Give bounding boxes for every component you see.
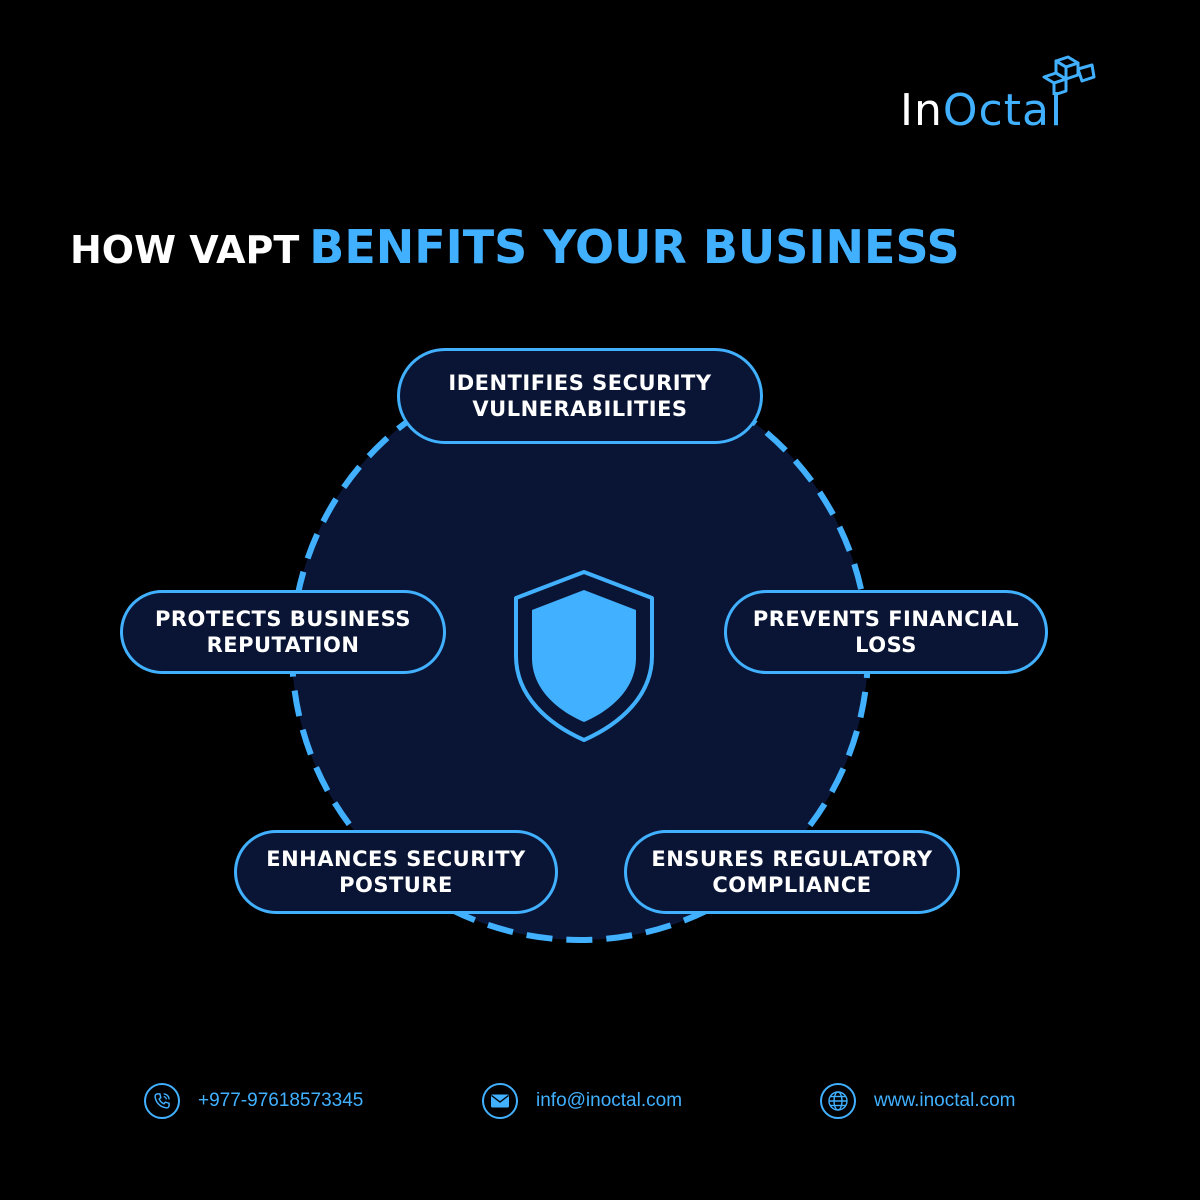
contact-phone[interactable]: +977-97618573345 [144, 1080, 363, 1122]
website-url[interactable]: www.inoctal.com [874, 1090, 1016, 1111]
benefit-line2: REPUTATION [206, 633, 360, 657]
benefit-line1: PREVENTS FINANCIAL [752, 607, 1020, 631]
brand-logo: InOctal [900, 55, 1100, 137]
title-prefix: HOW VAPT [70, 228, 300, 272]
brand-name-part1: In [900, 85, 943, 136]
benefit-line2: COMPLIANCE [712, 873, 872, 897]
cube-logo-icon [1042, 55, 1096, 95]
phone-number[interactable]: +977-97618573345 [198, 1090, 364, 1111]
benefit-line1: IDENTIFIES SECURITY [448, 371, 712, 395]
benefit-line1: PROTECTS BUSINESS [155, 607, 411, 631]
envelope-icon [482, 1083, 518, 1119]
benefit-line2: POSTURE [339, 873, 453, 897]
brand-name: InOctal [900, 85, 1063, 137]
phone-icon [144, 1083, 180, 1119]
benefit-line1: ENSURES REGULATORY [651, 847, 933, 871]
title-highlight: BENFITS YOUR BUSINESS [309, 220, 960, 274]
email-address[interactable]: info@inoctal.com [536, 1090, 683, 1111]
brand-name-part2: Octal [942, 85, 1064, 136]
benefit-line2: VULNERABILITIES [472, 397, 688, 421]
benefit-line1: ENHANCES SECURITY [266, 847, 526, 871]
shield-icon [514, 570, 654, 742]
contact-email[interactable]: info@inoctal.com [482, 1080, 682, 1122]
benefit-line2: LOSS [855, 633, 917, 657]
globe-icon [820, 1083, 856, 1119]
contact-website[interactable]: www.inoctal.com [820, 1080, 1016, 1122]
